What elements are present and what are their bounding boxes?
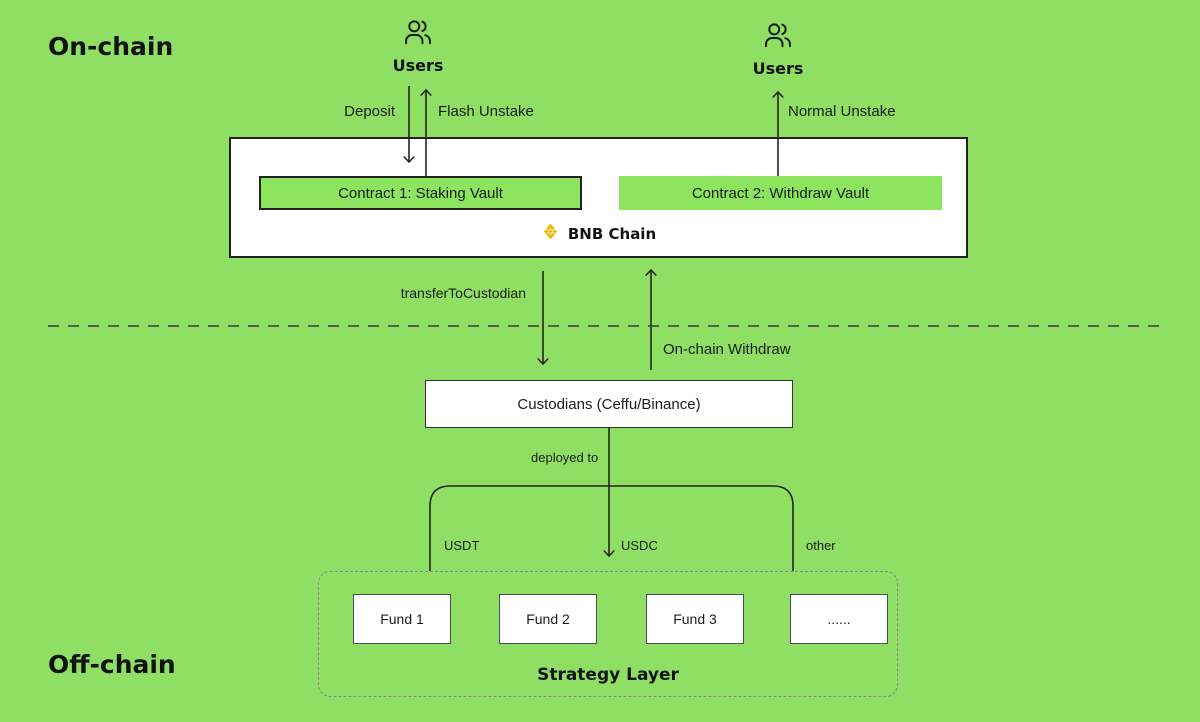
fund-box: Fund 3: [646, 594, 744, 644]
onchain-withdraw-label: On-chain Withdraw: [663, 341, 791, 358]
strategy-layer-title: Strategy Layer: [537, 665, 679, 685]
users-right-label: Users: [752, 59, 804, 78]
transfer-to-custodian-label: transferToCustodian: [400, 285, 526, 301]
custodians-box: Custodians (Ceffu/Binance): [425, 380, 793, 428]
onchain-zone-title: On-chain: [48, 32, 174, 61]
other-label: other: [806, 538, 836, 553]
usdt-label: USDT: [444, 538, 480, 553]
deployed-to-label: deployed to: [531, 450, 599, 465]
usdc-label: USDC: [621, 538, 658, 553]
bnb-chain-label: BNB Chain: [567, 225, 657, 243]
contract2-withdraw-vault-box: Contract 2: Withdraw Vault: [619, 176, 942, 210]
bnb-chain-box: Contract 1: Staking Vault Contract 2: Wi…: [229, 137, 968, 258]
users-left-group: Users: [388, 17, 448, 75]
users-icon: [403, 20, 433, 51]
deposit-flow-label: Deposit: [344, 103, 395, 120]
contract1-staking-vault-box: Contract 1: Staking Vault: [259, 176, 582, 210]
strategy-layer-box: Fund 1 Fund 2 Fund 3 ...... Strategy Lay…: [318, 571, 898, 697]
fund-box: Fund 2: [499, 594, 597, 644]
offchain-zone-title: Off-chain: [48, 650, 176, 679]
users-right-group: Users: [748, 20, 808, 78]
bnb-chain-logo-icon: [541, 222, 560, 246]
flash-unstake-flow-label: Flash Unstake: [438, 103, 534, 120]
asset-split-bracket: [429, 485, 794, 571]
users-left-label: Users: [392, 56, 444, 75]
fund-box: ......: [790, 594, 888, 644]
users-icon: [763, 23, 793, 54]
fund-box: Fund 1: [353, 594, 451, 644]
normal-unstake-flow-label: Normal Unstake: [788, 103, 896, 120]
bnb-chain-badge: BNB Chain: [231, 222, 966, 246]
